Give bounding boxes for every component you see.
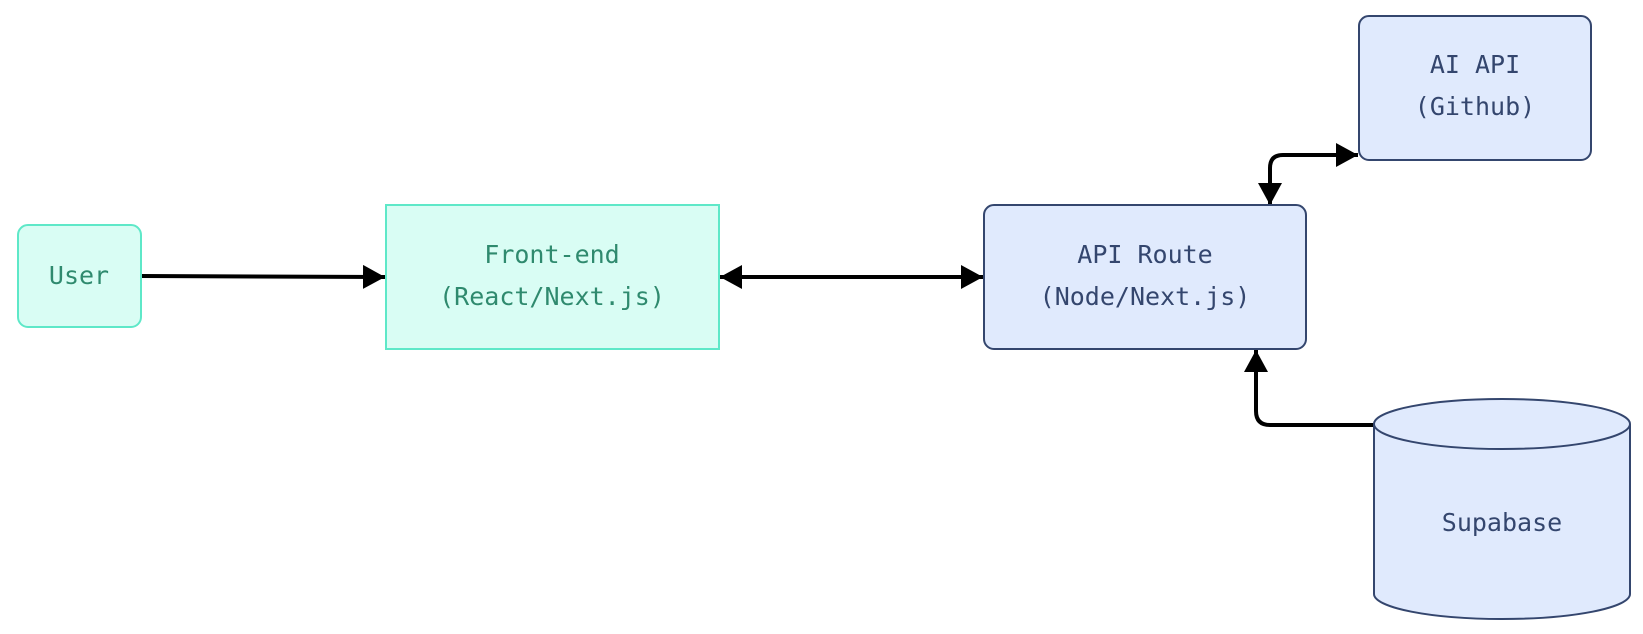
edge-api-route-ai-api <box>1258 143 1358 205</box>
node-ai-api-subtitle: (Github) <box>1415 92 1535 121</box>
node-user-box <box>17 224 142 328</box>
node-user[interactable]: User <box>17 224 142 328</box>
node-ai-api[interactable]: AI API (Github) <box>1358 15 1592 161</box>
node-supabase[interactable]: Supabase <box>1373 398 1631 620</box>
edge-user-to-frontend <box>140 264 386 289</box>
node-api-route[interactable]: API Route (Node/Next.js) <box>983 204 1307 350</box>
node-api-route-subtitle: (Node/Next.js) <box>1040 282 1251 311</box>
node-supabase-label: Supabase <box>1442 508 1562 537</box>
node-api-route-title: API Route <box>1077 240 1212 269</box>
node-frontend-box <box>385 204 720 350</box>
node-supabase-cylinder <box>1373 398 1631 620</box>
node-frontend-title: Front-end <box>484 240 619 269</box>
node-api-route-box <box>983 204 1307 350</box>
node-frontend[interactable]: Front-end (React/Next.js) <box>385 204 720 350</box>
node-ai-api-box <box>1358 15 1592 161</box>
node-supabase-cylinder-rim <box>1373 423 1631 450</box>
node-frontend-subtitle: (React/Next.js) <box>439 282 665 311</box>
node-user-label: User <box>49 261 109 290</box>
node-ai-api-title: AI API <box>1430 50 1520 79</box>
edge-supabase-to-api-route <box>1244 350 1374 427</box>
